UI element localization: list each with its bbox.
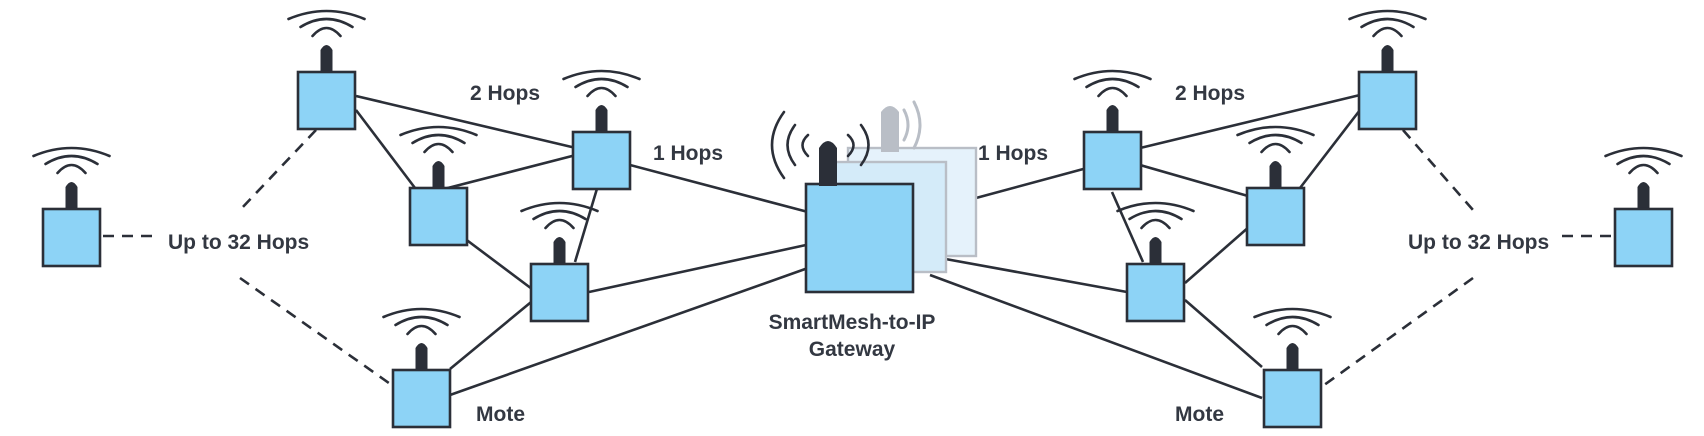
mote-box [529, 262, 590, 323]
antenna-icon [415, 343, 428, 371]
wifi-signal-icon [562, 69, 641, 98]
mote-box [1613, 207, 1674, 268]
antenna-icon [1106, 105, 1119, 133]
label-1-hops-left: 1 Hops [653, 142, 723, 165]
mote-right-bottom [1253, 307, 1332, 429]
label-2-hops-left: 2 Hops [470, 82, 540, 105]
mote-box [1357, 70, 1418, 131]
mote-box [1082, 130, 1143, 191]
mote-box [1125, 262, 1186, 323]
mote-left-hop1-b [520, 201, 599, 323]
gateway-label-line-2: Gateway [809, 338, 896, 361]
gateway-wifi-icon [770, 110, 870, 180]
gateway-label-line-1: SmartMesh-to-IP [769, 311, 936, 334]
mote-left-top [287, 9, 366, 131]
wifi-signal-icon [1073, 69, 1152, 98]
mote-right-hop2-a [1236, 125, 1315, 247]
labels: 2 Hops 1 Hops Up to 32 Hops Mote 2 Hops … [168, 82, 1549, 426]
mote-box [391, 368, 452, 429]
wifi-signal-icon [382, 307, 461, 336]
mote-box [1245, 186, 1306, 247]
antenna-icon [65, 182, 78, 210]
mote-right-hop1-b [1116, 201, 1195, 323]
antenna-icon [1149, 237, 1162, 265]
antenna-icon [320, 45, 333, 73]
mote-right-top [1348, 9, 1427, 131]
antenna-icon [1381, 45, 1394, 73]
gateway-ghost-wifi-icon [902, 100, 922, 150]
mote-box [408, 186, 469, 247]
gateway-antenna [819, 141, 837, 186]
wifi-signal-icon [1253, 307, 1332, 336]
antenna-icon [553, 237, 566, 265]
label-1-hops-right: 1 Hops [978, 142, 1048, 165]
label-2-hops-right: 2 Hops [1175, 82, 1245, 105]
antenna-icon [1269, 161, 1282, 189]
label-mote-left: Mote [476, 403, 525, 426]
mote-left-far [32, 146, 111, 268]
antenna-icon [1637, 182, 1650, 210]
wifi-signal-icon [1348, 9, 1427, 38]
label-mote-right: Mote [1175, 403, 1224, 426]
antenna-icon [1286, 343, 1299, 371]
gateway-ghost-antenna [881, 106, 899, 152]
label-up-to-32-hops-right: Up to 32 Hops [1408, 231, 1549, 254]
antenna-icon [595, 105, 608, 133]
wifi-signal-icon [1236, 125, 1315, 154]
mote-box [571, 130, 632, 191]
gateway-box [804, 182, 915, 294]
label-up-to-32-hops-left: Up to 32 Hops [168, 231, 309, 254]
wifi-signal-icon [1116, 201, 1195, 230]
wifi-signal-icon [287, 9, 366, 38]
mote-box [41, 207, 102, 268]
mote-left-hop1-a [562, 69, 641, 191]
wifi-signal-icon [520, 201, 599, 230]
gateway [770, 100, 978, 294]
mote-right-hop1-a [1073, 69, 1152, 191]
mote-right-far [1604, 146, 1683, 268]
mote-box [296, 70, 357, 131]
antenna-icon [432, 161, 445, 189]
wifi-signal-icon [32, 146, 111, 175]
mote-box [1262, 368, 1323, 429]
mote-left-hop2-a [399, 125, 478, 247]
motes [32, 9, 1683, 429]
wifi-signal-icon [1604, 146, 1683, 175]
wifi-signal-icon [399, 125, 478, 154]
mote-left-bottom [382, 307, 461, 429]
mesh-links [103, 93, 1615, 400]
